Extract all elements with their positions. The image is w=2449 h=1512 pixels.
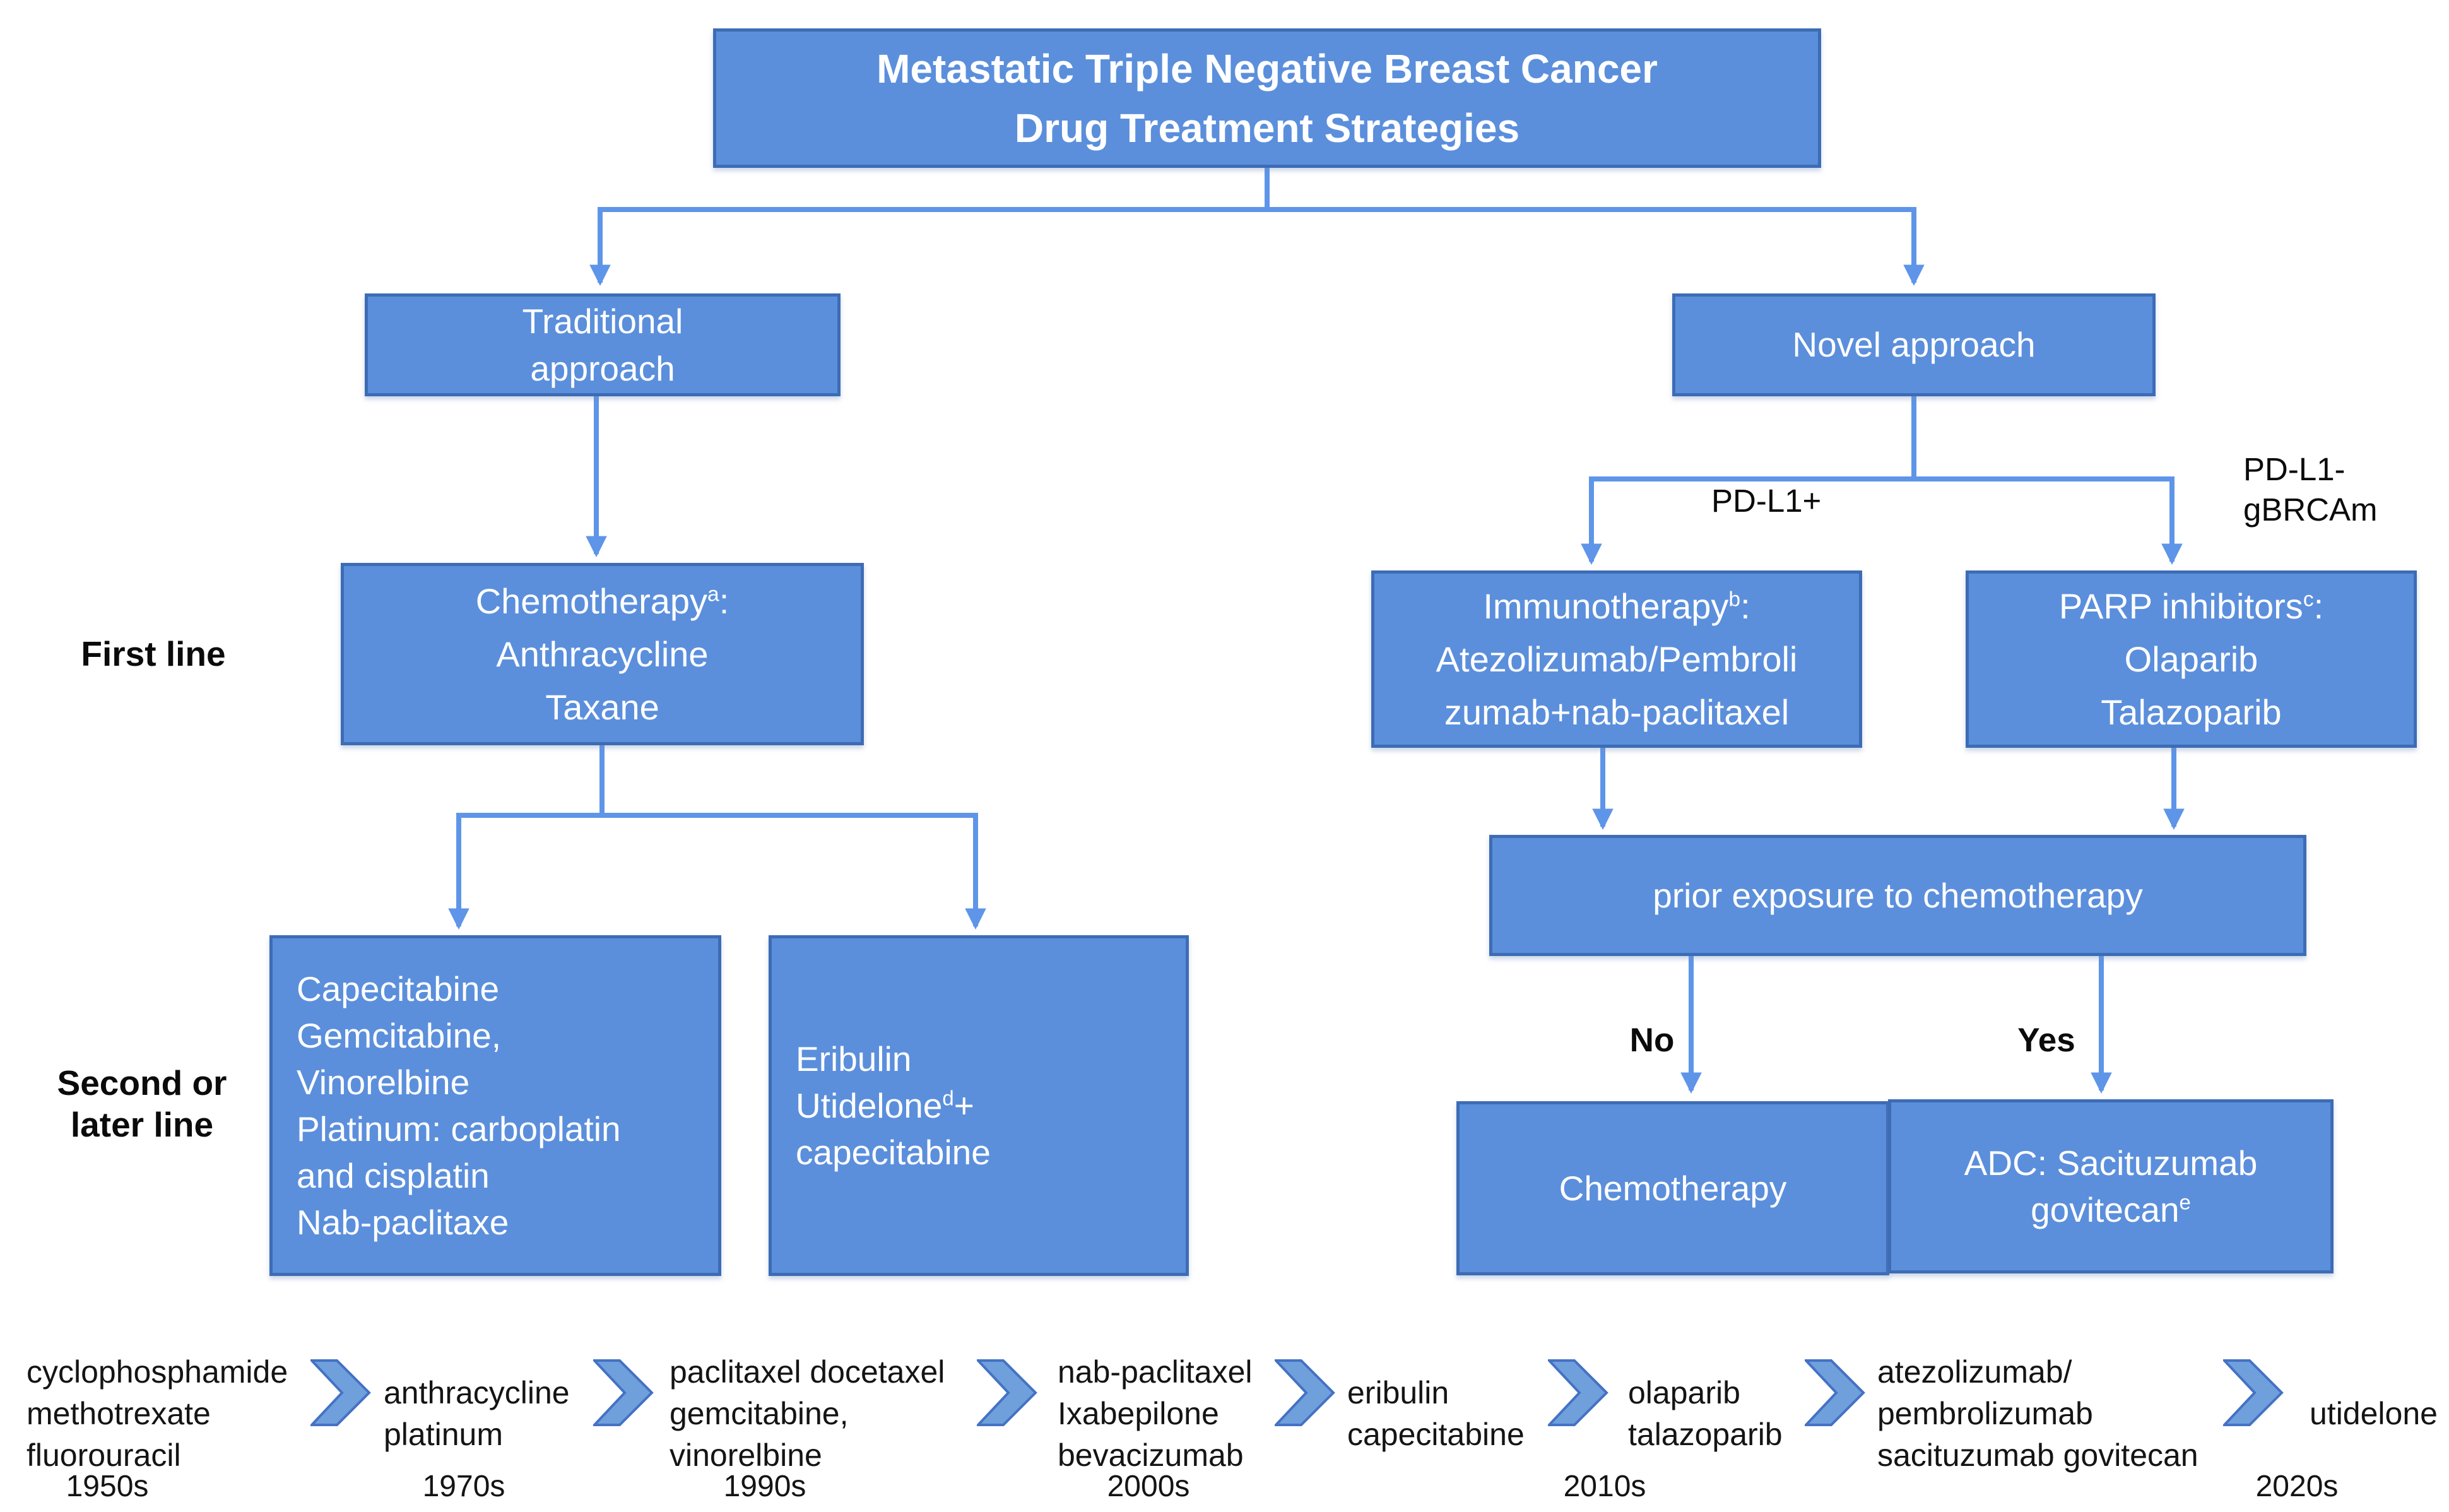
pdl1-positive-label: PD-L1+ bbox=[1711, 481, 1821, 521]
timeline-era-utidelone: utidelone bbox=[2310, 1393, 2438, 1434]
era-drug: talazoparib bbox=[1628, 1417, 1783, 1452]
adc-sacituzumab-box: ADC: Sacituzumab govitecane bbox=[1888, 1099, 2334, 1273]
era-drug: platinum bbox=[384, 1417, 503, 1452]
timeline-era-olaparib: olaparib talazoparib bbox=[1628, 1372, 1783, 1455]
era-drug: bevacizumab bbox=[1058, 1438, 1244, 1473]
chemo-option-1: Capecitabine bbox=[297, 969, 500, 1008]
second-line-text-1: Second or bbox=[57, 1063, 227, 1102]
pdl1-positive-text: PD-L1+ bbox=[1711, 483, 1822, 519]
timeline-era-eribulin: eribulin capecitabine bbox=[1347, 1372, 1525, 1455]
parp-drug-1: Olaparib bbox=[2124, 639, 2258, 679]
chemo-option-2: Gemcitabine, bbox=[297, 1016, 502, 1055]
chemo-option-6: Nab-paclitaxe bbox=[297, 1203, 509, 1242]
prior-exposure-box: prior exposure to chemotherapy bbox=[1489, 835, 2306, 956]
pdl1-negative-line-2: gBRCAm bbox=[2243, 492, 2378, 528]
era-drug: nab-paclitaxel bbox=[1058, 1354, 1253, 1390]
pdl1-negative-label: PD-L1- gBRCAm bbox=[2243, 449, 2378, 530]
chemotherapy-first-line-box: Chemotherapya: Anthracycline Taxane bbox=[341, 563, 864, 745]
era-drug: sacituzumab govitecan bbox=[1877, 1438, 2198, 1473]
eribulin-line-2: Utideloned+ bbox=[796, 1086, 974, 1125]
chemo-option-5: and cisplatin bbox=[297, 1156, 490, 1195]
chemo-option-3: Vinorelbine bbox=[297, 1063, 470, 1102]
era-drug: paclitaxel docetaxel bbox=[670, 1354, 945, 1390]
prior-exposure-text: prior exposure to chemotherapy bbox=[1653, 876, 2143, 915]
adc-line-1: ADC: Sacituzumab bbox=[1964, 1143, 2258, 1183]
title-line-2: Drug Treatment Strategies bbox=[1014, 105, 1520, 151]
pdl1-negative-line-1: PD-L1- bbox=[2243, 451, 2346, 487]
title-line-1: Metastatic Triple Negative Breast Cancer bbox=[876, 45, 1658, 92]
immunotherapy-drug-2: zumab+nab-paclitaxel bbox=[1444, 692, 1790, 732]
timeline-era-immunotherapy: atezolizumab/ pembrolizumab sacituzumab … bbox=[1877, 1351, 2198, 1476]
timeline-era-1970s: anthracycline platinum bbox=[384, 1372, 570, 1455]
chemotherapy-drug-1: Anthracycline bbox=[496, 634, 709, 674]
later-chemotherapy-text: Chemotherapy bbox=[1559, 1169, 1787, 1208]
era-drug: eribulin bbox=[1347, 1375, 1449, 1410]
timeline-chevron-icon bbox=[1805, 1359, 1865, 1426]
traditional-line-2: approach bbox=[530, 348, 675, 388]
novel-approach-box: Novel approach bbox=[1672, 293, 2156, 396]
decade-label-2000s: 2000s bbox=[1107, 1470, 1190, 1503]
immunotherapy-drug-1: Atezolizumab/Pembroli bbox=[1436, 639, 1798, 679]
novel-approach-label: Novel approach bbox=[1792, 325, 2036, 364]
decade-label-1990s: 1990s bbox=[723, 1470, 806, 1503]
traditional-approach-box: Traditional approach bbox=[365, 293, 841, 396]
timeline-chevron-icon bbox=[310, 1359, 371, 1426]
era-drug: vinorelbine bbox=[670, 1438, 822, 1473]
era-drug: fluorouracil bbox=[27, 1438, 181, 1473]
decade-label-1950s: 1950s bbox=[66, 1470, 149, 1503]
parp-drug-2: Talazoparib bbox=[2101, 692, 2282, 732]
timeline-era-1950s: cyclophosphamide methotrexate fluorourac… bbox=[27, 1351, 288, 1476]
parp-heading: PARP inhibitorsc: bbox=[2058, 586, 2324, 626]
second-or-later-line-label: Second or later line bbox=[38, 1062, 246, 1145]
second-line-text-2: later line bbox=[70, 1105, 214, 1144]
title-box: Metastatic Triple Negative Breast Cancer… bbox=[713, 28, 1821, 168]
timeline-chevron-icon bbox=[1275, 1359, 1335, 1426]
parp-inhibitors-box: PARP inhibitorsc: Olaparib Talazoparib bbox=[1966, 570, 2417, 748]
first-line-text: First line bbox=[81, 634, 226, 673]
first-line-label: First line bbox=[71, 633, 235, 675]
era-drug: atezolizumab/ bbox=[1877, 1354, 2072, 1390]
era-drug: capecitabine bbox=[1347, 1417, 1525, 1452]
no-text: No bbox=[1629, 1022, 1675, 1059]
timeline-chevron-icon bbox=[593, 1359, 654, 1426]
chemotherapy-drug-2: Taxane bbox=[545, 687, 659, 727]
chemotherapy-heading: Chemotherapya: bbox=[475, 581, 729, 621]
yes-label: Yes bbox=[2005, 1021, 2087, 1060]
eribulin-line-3: capecitabine bbox=[796, 1133, 991, 1172]
later-line-chemotherapy-box: Chemotherapy bbox=[1456, 1101, 1889, 1275]
decade-label-2010s: 2010s bbox=[1563, 1470, 1646, 1503]
yes-text: Yes bbox=[2017, 1022, 2075, 1059]
era-drug: anthracycline bbox=[384, 1375, 570, 1410]
era-drug: methotrexate bbox=[27, 1396, 211, 1431]
second-line-chemo-options-box: Capecitabine Gemcitabine, Vinorelbine Pl… bbox=[269, 935, 721, 1276]
timeline-chevron-icon bbox=[977, 1359, 1037, 1426]
era-drug: gemcitabine, bbox=[670, 1396, 849, 1431]
eribulin-utidelone-box: Eribulin Utideloned+ capecitabine bbox=[769, 935, 1189, 1276]
timeline-era-2000s: nab-paclitaxel Ixabepilone bevacizumab bbox=[1058, 1351, 1253, 1476]
timeline-chevron-icon bbox=[2223, 1359, 2284, 1426]
no-label: No bbox=[1620, 1021, 1684, 1060]
era-drug: pembrolizumab bbox=[1877, 1396, 2093, 1431]
timeline-era-1990s: paclitaxel docetaxel gemcitabine, vinore… bbox=[670, 1351, 945, 1476]
era-drug: utidelone bbox=[2310, 1396, 2438, 1431]
decade-label-2020s: 2020s bbox=[2255, 1470, 2339, 1503]
chemo-option-4: Platinum: carboplatin bbox=[297, 1109, 621, 1149]
eribulin-line-1: Eribulin bbox=[796, 1039, 912, 1078]
era-drug: Ixabepilone bbox=[1058, 1396, 1219, 1431]
adc-line-2: govitecane bbox=[2031, 1190, 2191, 1229]
era-drug: cyclophosphamide bbox=[27, 1354, 288, 1390]
traditional-line-1: Traditional bbox=[522, 301, 683, 341]
decade-label-1970s: 1970s bbox=[422, 1470, 505, 1503]
immunotherapy-box: Immunotherapyb: Atezolizumab/Pembroli zu… bbox=[1371, 570, 1862, 748]
timeline-chevron-icon bbox=[1548, 1359, 1608, 1426]
immunotherapy-heading: Immunotherapyb: bbox=[1483, 586, 1750, 626]
era-drug: olaparib bbox=[1628, 1375, 1740, 1410]
